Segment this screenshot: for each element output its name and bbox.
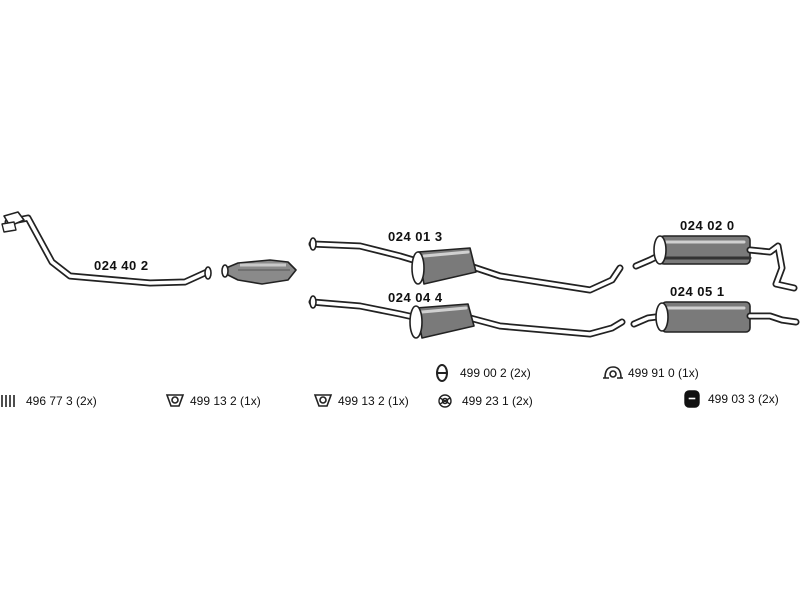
accessory-label: 499 91 0 (1x) xyxy=(628,366,699,380)
accessory-item[interactable]: 499 91 0 (1x) xyxy=(602,364,699,382)
accessory-label: 499 13 2 (1x) xyxy=(190,394,261,408)
spring-icon xyxy=(0,392,22,410)
accessory-item[interactable]: 499 03 3 (2x) xyxy=(682,390,779,408)
ring-icon xyxy=(436,392,458,410)
accessory-label: 499 13 2 (1x) xyxy=(338,394,409,408)
label-center-silencer-b: 024 04 4 xyxy=(388,290,443,305)
accessory-label: 496 77 3 (2x) xyxy=(26,394,97,408)
accessory-item[interactable]: 499 13 2 (1x) xyxy=(164,392,261,410)
accessory-item[interactable]: 499 23 1 (2x) xyxy=(436,392,533,410)
label-rear-silencer-b: 024 05 1 xyxy=(670,284,725,299)
rear-silencer-a[interactable] xyxy=(632,235,798,292)
accessory-label: 499 00 2 (2x) xyxy=(460,366,531,380)
accessory-label: 499 03 3 (2x) xyxy=(708,392,779,406)
accessory-item[interactable]: 496 77 3 (2x) xyxy=(0,392,97,410)
rubber-mount-icon xyxy=(682,390,704,408)
rear-silencer-b[interactable] xyxy=(630,301,800,333)
clamp-icon xyxy=(602,364,624,382)
catalytic-converter[interactable] xyxy=(221,259,297,285)
center-silencer-a[interactable] xyxy=(308,237,624,294)
label-center-silencer-a: 024 01 3 xyxy=(388,229,443,244)
front-pipe[interactable] xyxy=(1,211,212,287)
accessory-label: 499 23 1 (2x) xyxy=(462,394,533,408)
label-rear-silencer-a: 024 02 0 xyxy=(680,218,735,233)
label-front-pipe: 024 40 2 xyxy=(94,258,149,273)
center-silencer-b[interactable] xyxy=(308,295,626,339)
accessory-item[interactable]: 499 13 2 (1x) xyxy=(312,392,409,410)
rubber-hanger-icon xyxy=(434,364,456,382)
accessory-item[interactable]: 499 00 2 (2x) xyxy=(434,364,531,382)
gasket-icon xyxy=(312,392,334,410)
gasket-icon xyxy=(164,392,186,410)
